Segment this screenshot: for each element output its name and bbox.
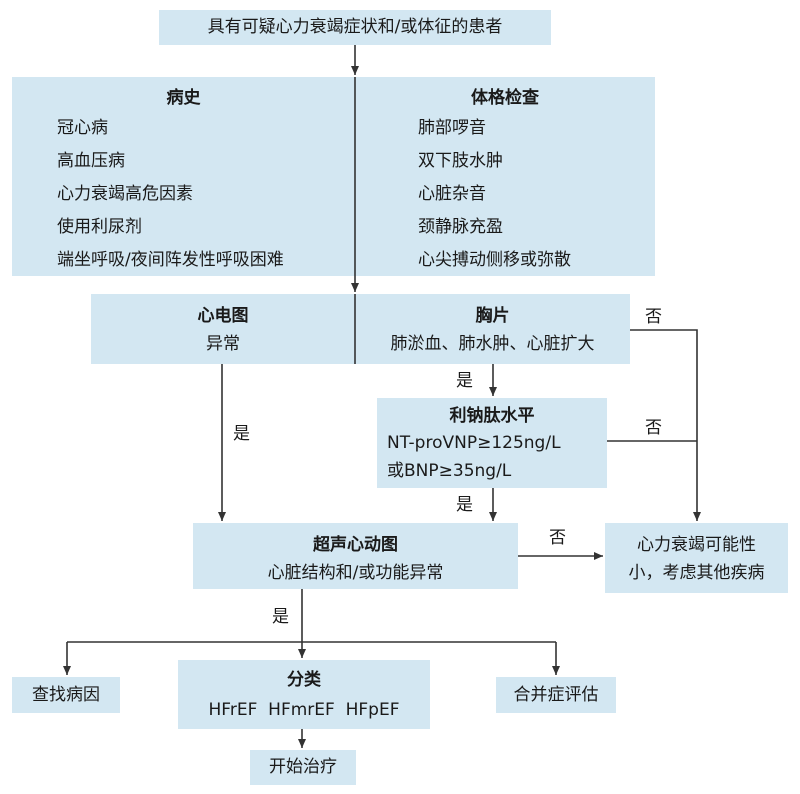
- echo-text: 心脏结构和/或功能异常: [267, 563, 444, 583]
- find-cause-box: [12, 677, 120, 713]
- natriuretic-line2: 或BNP≥35ng/L: [387, 461, 512, 481]
- start-treatment-box: [250, 750, 356, 785]
- unlikely-line2: 小，考虑其他疾病: [628, 563, 765, 583]
- classify-types: HFrEF HFmrEF HFpEF: [208, 700, 400, 720]
- echo-box: [193, 523, 518, 589]
- xray-title: 胸片: [475, 306, 510, 326]
- echo-title: 超声心动图: [313, 535, 398, 555]
- exam-item: 颈静脉充盈: [418, 217, 503, 237]
- history-item: 使用利尿剂: [57, 217, 142, 237]
- comorbidity-box: [496, 677, 616, 713]
- yes-label: 是: [272, 607, 289, 627]
- comorbidity-text: 合并症评估: [513, 685, 599, 705]
- unlikely-box: [605, 523, 788, 593]
- classify-box: [178, 660, 430, 729]
- start-text: 具有可疑心力衰竭症状和/或体征的患者: [207, 17, 503, 37]
- history-title: 病史: [166, 88, 201, 108]
- history-item: 高血压病: [57, 151, 125, 171]
- yes-label: 是: [233, 424, 250, 444]
- no-label: 否: [549, 528, 566, 548]
- natriuretic-box: [377, 398, 607, 488]
- natriuretic-line1: NT-proVNP≥125ng/L: [387, 433, 561, 453]
- start-treatment-text: 开始治疗: [269, 757, 337, 777]
- classify-title: 分类: [287, 670, 321, 690]
- xray-text: 肺淤血、肺水肿、心脏扩大: [390, 334, 595, 354]
- ecg-title: 心电图: [197, 306, 249, 326]
- no-label: 否: [645, 307, 662, 327]
- unlikely-line1: 心力衰竭可能性: [637, 535, 756, 555]
- exam-item: 肺部啰音: [418, 118, 486, 138]
- exam-title: 体格检查: [471, 88, 539, 108]
- ecg-text: 异常: [206, 334, 240, 354]
- start-box: [159, 10, 551, 45]
- find-cause-text: 查找病因: [32, 685, 100, 705]
- history-exam-box: [12, 77, 655, 276]
- no-label: 否: [645, 418, 662, 438]
- exam-item: 双下肢水肿: [418, 151, 503, 171]
- yes-label: 是: [456, 495, 473, 515]
- natriuretic-title: 利钠肽水平: [449, 406, 535, 426]
- history-item: 冠心病: [57, 118, 108, 138]
- history-item: 心力衰竭高危因素: [57, 184, 193, 204]
- history-item: 端坐呼吸/夜间阵发性呼吸困难: [57, 250, 284, 270]
- yes-label: 是: [456, 371, 473, 391]
- exam-item: 心尖搏动侧移或弥散: [418, 250, 571, 270]
- ecg-xray-box: [91, 294, 630, 364]
- exam-item: 心脏杂音: [418, 184, 486, 204]
